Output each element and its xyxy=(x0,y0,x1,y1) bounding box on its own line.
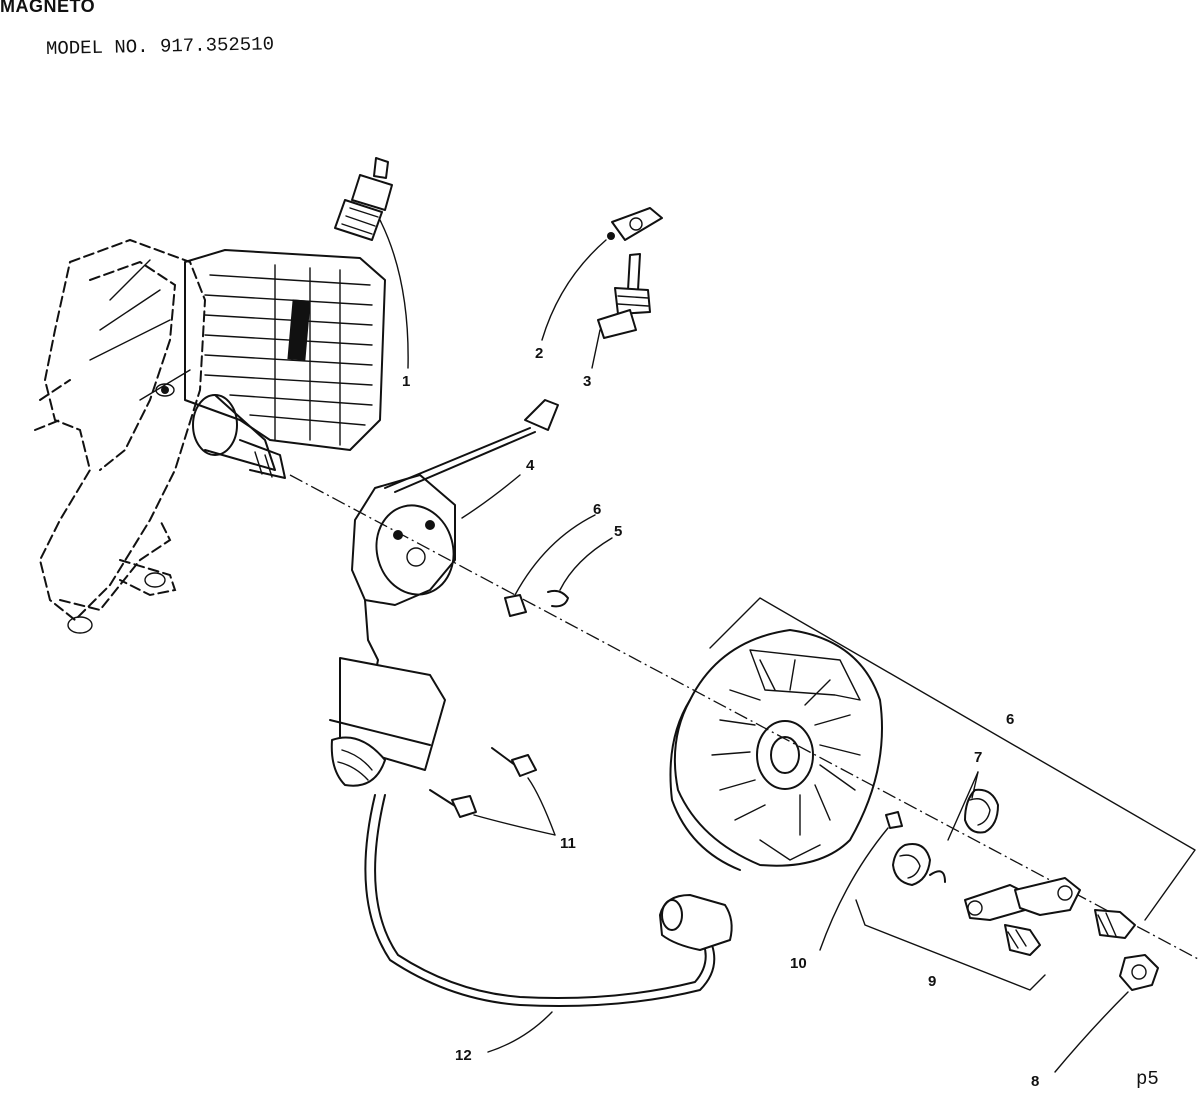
pawl-pin xyxy=(885,811,903,829)
engine-cylinder xyxy=(184,249,386,451)
bracket-9 xyxy=(855,899,1046,991)
spark-plug-boot xyxy=(659,894,733,951)
callout-6-flywheel: 6 xyxy=(1006,711,1014,728)
leader-5 xyxy=(559,537,613,591)
spark-plug xyxy=(334,157,393,241)
section-title: MAGNETO xyxy=(0,0,96,16)
stop-switch xyxy=(597,253,651,339)
callout-4: 4 xyxy=(526,457,535,474)
leader-11b xyxy=(473,814,556,836)
bracket-6 xyxy=(709,597,1196,921)
leader-6-key xyxy=(514,514,596,596)
crankshaft-end xyxy=(192,394,286,479)
assembly-axis xyxy=(289,474,1200,961)
engine-crankcase-outline xyxy=(34,238,207,634)
ignition-module xyxy=(351,399,559,701)
pawl-spring-left xyxy=(892,843,946,886)
callout-7: 7 xyxy=(974,749,982,766)
spring-washer xyxy=(547,589,569,608)
callout-8: 8 xyxy=(1031,1073,1039,1090)
callout-3: 3 xyxy=(583,373,591,390)
leader-2 xyxy=(541,239,607,341)
callout-10: 10 xyxy=(790,955,807,972)
callout-1: 1 xyxy=(402,373,410,390)
callout-5: 5 xyxy=(614,523,622,540)
flywheel-nut xyxy=(1119,954,1159,991)
callout-6-key: 6 xyxy=(593,501,601,518)
callout-12: 12 xyxy=(455,1047,472,1064)
pawl-spring-right xyxy=(964,788,999,834)
callout-11: 11 xyxy=(560,835,576,852)
leader-1 xyxy=(379,219,409,369)
leader-4 xyxy=(461,474,521,519)
spark-plug-wire xyxy=(364,794,716,1007)
leader-8 xyxy=(1054,991,1129,1073)
flywheel xyxy=(669,629,883,871)
leader-7b xyxy=(971,771,979,799)
leader-3 xyxy=(591,329,601,369)
leader-7a xyxy=(947,771,979,841)
leader-12 xyxy=(487,1011,553,1053)
page-number: p5 xyxy=(1136,1068,1159,1090)
flywheel-key xyxy=(504,594,527,617)
ignition-coil-core xyxy=(329,657,446,787)
callout-2: 2 xyxy=(535,345,543,362)
callout-9: 9 xyxy=(928,973,936,990)
starter-pawls xyxy=(964,877,1136,956)
coil-screws xyxy=(429,747,537,818)
leader-11a xyxy=(527,777,556,836)
leader-10 xyxy=(819,827,889,951)
switch-gasket xyxy=(607,207,663,241)
